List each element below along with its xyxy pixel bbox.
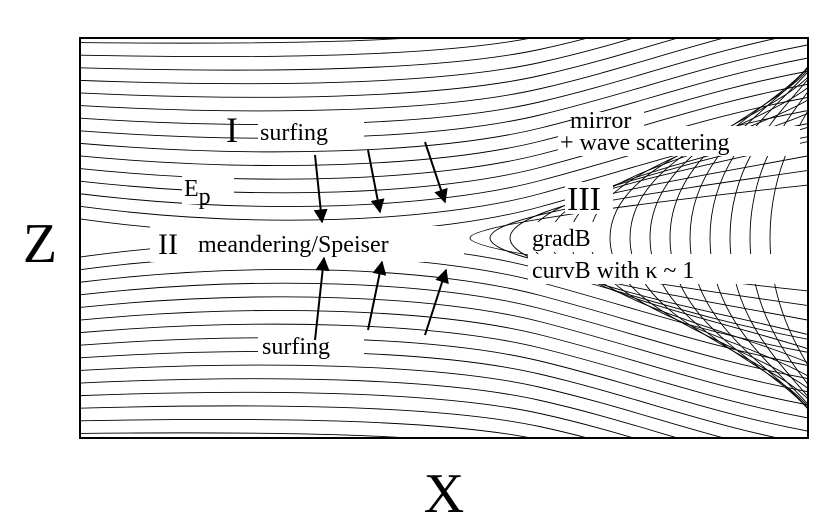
field-line-lower — [80, 391, 636, 438]
x-axis-label: X — [424, 463, 464, 519]
field-line-lower — [80, 323, 808, 419]
field-line-lower — [80, 269, 808, 366]
label-bg-meandering — [150, 226, 464, 262]
field-label-Ep: Ep — [184, 176, 211, 210]
region-3-gradB: gradB — [532, 226, 591, 252]
region-3-numeral: III — [567, 181, 601, 218]
field-line-lower — [80, 296, 808, 393]
mirror-label: mirror — [570, 108, 631, 134]
field-line-hairpin — [689, 66, 808, 410]
field-line-lower — [80, 351, 780, 438]
plot-frame — [79, 37, 809, 439]
field-line-lower — [80, 282, 808, 380]
field-line-lower — [80, 432, 418, 438]
field-line-hairpin — [769, 110, 808, 366]
field-line-upper — [80, 38, 418, 44]
field-line-upper — [80, 38, 534, 58]
region-1-numeral: I — [226, 110, 238, 150]
arrow-up-1 — [314, 256, 330, 341]
field-line-hairpin — [629, 76, 808, 400]
field-line-hairpin — [709, 70, 808, 406]
field-line-upper — [80, 38, 726, 112]
magnetic-field-lines — [70, 0, 818, 438]
label-bg-surfing-top — [258, 116, 364, 148]
arrow-down-2 — [367, 149, 385, 214]
field-line-lower — [80, 310, 808, 406]
label-bg-III — [565, 182, 613, 214]
field-line-hairpin — [749, 90, 808, 386]
field-line-upper — [80, 44, 808, 139]
region-2-numeral: II — [158, 228, 178, 261]
wave-scattering-label: + wave scattering — [560, 130, 729, 156]
field-line-lower — [80, 405, 590, 438]
field-line-upper — [80, 38, 636, 85]
field-line-lower — [80, 337, 808, 432]
label-bg-curvB — [528, 254, 790, 284]
arrow-up-3 — [424, 268, 449, 336]
field-line-hairpin — [609, 86, 808, 390]
field-line-hairpin — [509, 155, 808, 321]
region-3-curvB: curvB with κ ~ 1 — [532, 258, 694, 284]
field-label-E: E — [184, 176, 199, 202]
arrow-down-3 — [424, 141, 448, 204]
field-line-lower — [80, 364, 726, 438]
field-line-upper — [80, 38, 680, 98]
field-line-hairpin — [489, 169, 808, 307]
arrow-down-1 — [313, 154, 328, 224]
z-axis-label: Z — [23, 213, 57, 275]
field-line-hairpin — [729, 78, 808, 398]
field-line-lower — [80, 378, 680, 438]
label-bg-Ep — [182, 174, 234, 204]
field-line-upper — [70, 0, 818, 30]
arrow-up-2 — [367, 260, 387, 331]
field-line-hairpin — [649, 68, 808, 408]
field-line-upper — [80, 38, 590, 71]
field-label-sub: p — [199, 184, 211, 210]
label-bg-gradB — [528, 222, 598, 252]
label-bg-wave — [558, 126, 800, 156]
field-line-upper — [80, 57, 808, 153]
field-line-upper — [80, 70, 808, 166]
field-line-lower — [80, 418, 534, 438]
field-line-hairpin — [669, 65, 808, 411]
label-bg-surfing-bottom — [258, 328, 364, 360]
region-lower-surfing-text: surfing — [262, 334, 330, 360]
region-2-text: meandering/Speiser — [198, 232, 389, 258]
region-1-text: surfing — [260, 120, 328, 146]
field-line-upper — [80, 38, 780, 125]
